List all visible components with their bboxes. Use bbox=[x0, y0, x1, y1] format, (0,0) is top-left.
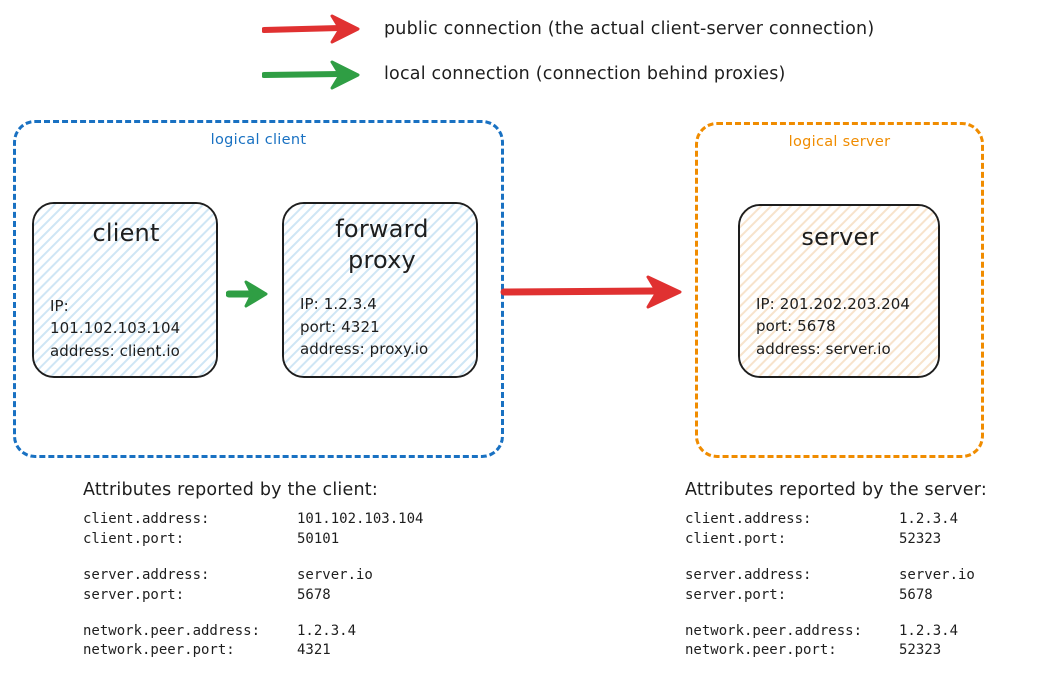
attribute-value bbox=[899, 550, 975, 566]
red-arrow-right-icon bbox=[262, 14, 360, 44]
table-row-spacer bbox=[83, 606, 423, 622]
attribute-value: 1.2.3.4 bbox=[297, 622, 357, 639]
attribute-key: client.port: bbox=[685, 530, 787, 547]
proxy-hatch-pattern bbox=[284, 204, 476, 376]
attribute-key: server.port: bbox=[685, 586, 787, 603]
node-server-details: IP: 201.202.203.204 port: 5678 address: … bbox=[756, 294, 911, 358]
server-attributes-heading: Attributes reported by the server: bbox=[685, 480, 987, 500]
attribute-value bbox=[297, 550, 423, 566]
node-forward-proxy-details: IP: 1.2.3.4 port: 4321 address: proxy.io bbox=[300, 295, 429, 359]
logical-server-label: logical server bbox=[788, 134, 891, 150]
table-row: server.address: server.io bbox=[83, 566, 423, 586]
attribute-key bbox=[685, 550, 899, 566]
attribute-value: 4321 bbox=[297, 642, 331, 659]
node-forward-proxy-title: forward proxy bbox=[335, 215, 429, 274]
green-arrow-right-icon bbox=[262, 60, 360, 90]
arrow-local-client-to-proxy bbox=[226, 280, 268, 308]
attribute-key: client.address: bbox=[685, 511, 812, 527]
node-server[interactable]: server IP: 201.202.203.204 port: 5678 ad… bbox=[738, 204, 940, 378]
attribute-value: 1.2.3.4 bbox=[899, 511, 959, 527]
table-row: server.port: 5678 bbox=[83, 586, 423, 606]
table-row: network.peer.port: 4321 bbox=[83, 641, 423, 661]
attribute-value: 1.2.3.4 bbox=[899, 622, 959, 639]
attribute-key: network.peer.address: bbox=[83, 622, 261, 639]
attribute-value: 101.102.103.104 bbox=[297, 511, 424, 527]
node-server-title: server bbox=[801, 223, 879, 251]
attribute-key bbox=[83, 606, 297, 622]
attribute-key: network.peer.port: bbox=[83, 642, 235, 659]
attribute-key: network.peer.address: bbox=[685, 622, 863, 639]
client-hatch-pattern bbox=[34, 204, 216, 376]
client-attributes-table: client.address: 101.102.103.104 client.por… bbox=[83, 510, 423, 661]
client-attributes-body: client.address: 101.102.103.104 client.por… bbox=[83, 510, 423, 661]
attribute-value bbox=[899, 606, 975, 622]
attribute-key: client.port: bbox=[83, 530, 185, 547]
attribute-key bbox=[685, 606, 899, 622]
attribute-key: network.peer.port: bbox=[685, 642, 837, 659]
table-row: server.address: server.io bbox=[685, 566, 975, 586]
legend-item-public-connection: public connection (the actual client-ser… bbox=[262, 12, 874, 46]
legend-item-local-connection: local connection (connection behind prox… bbox=[262, 57, 786, 91]
client-attributes-heading: Attributes reported by the client: bbox=[83, 480, 378, 500]
node-client-details: IP: 101.102.103.104 address: client.io bbox=[50, 296, 181, 360]
table-row-spacer bbox=[685, 550, 975, 566]
table-row: client.port: 52323 bbox=[685, 530, 975, 550]
logical-server-group: logical server bbox=[695, 122, 984, 458]
legend-label-public-connection: public connection (the actual client-ser… bbox=[384, 19, 875, 39]
attribute-key: server.address: bbox=[83, 566, 210, 583]
attribute-key bbox=[83, 550, 297, 566]
legend-label-local-connection: local connection (connection behind prox… bbox=[384, 64, 786, 84]
attribute-value: 52323 bbox=[899, 530, 942, 547]
attribute-value: 5678 bbox=[297, 586, 331, 603]
attribute-value: 52323 bbox=[899, 642, 942, 659]
attribute-value: server.io bbox=[899, 566, 975, 583]
node-client[interactable]: client IP: 101.102.103.104 address: clie… bbox=[32, 202, 218, 378]
table-row: client.port: 50101 bbox=[83, 530, 423, 550]
table-row: server.port: 5678 bbox=[685, 586, 975, 606]
attribute-value: 50101 bbox=[297, 530, 340, 547]
table-row: client.address: 101.102.103.104 bbox=[83, 510, 423, 530]
client-attributes-panel: Attributes reported by the client: clien… bbox=[83, 480, 423, 661]
node-client-title: client bbox=[92, 219, 160, 247]
table-row: network.peer.port: 52323 bbox=[685, 641, 975, 661]
table-row: network.peer.address: 1.2.3.4 bbox=[83, 622, 423, 642]
server-attributes-panel: Attributes reported by the server: clien… bbox=[685, 480, 987, 661]
attribute-key: client.address: bbox=[83, 511, 210, 527]
table-row: network.peer.address: 1.2.3.4 bbox=[685, 622, 975, 642]
logical-client-label: logical client bbox=[210, 132, 307, 148]
server-attributes-table: client.address: 1.2.3.4 client.port: 52323 s… bbox=[685, 510, 975, 661]
attribute-key: server.port: bbox=[83, 586, 185, 603]
table-row-spacer bbox=[685, 606, 975, 622]
server-attributes-body: client.address: 1.2.3.4 client.port: 52323 s… bbox=[685, 510, 975, 661]
arrow-public-proxy-to-server bbox=[500, 275, 682, 309]
attribute-value: server.io bbox=[297, 566, 373, 583]
server-hatch-pattern bbox=[740, 206, 938, 376]
node-forward-proxy[interactable]: forward proxy IP: 1.2.3.4 port: 4321 add… bbox=[282, 202, 478, 378]
attribute-value bbox=[297, 606, 423, 622]
attribute-value: 5678 bbox=[899, 586, 933, 603]
table-row: client.address: 1.2.3.4 bbox=[685, 510, 975, 530]
attribute-key: server.address: bbox=[685, 566, 812, 583]
table-row-spacer bbox=[83, 550, 423, 566]
